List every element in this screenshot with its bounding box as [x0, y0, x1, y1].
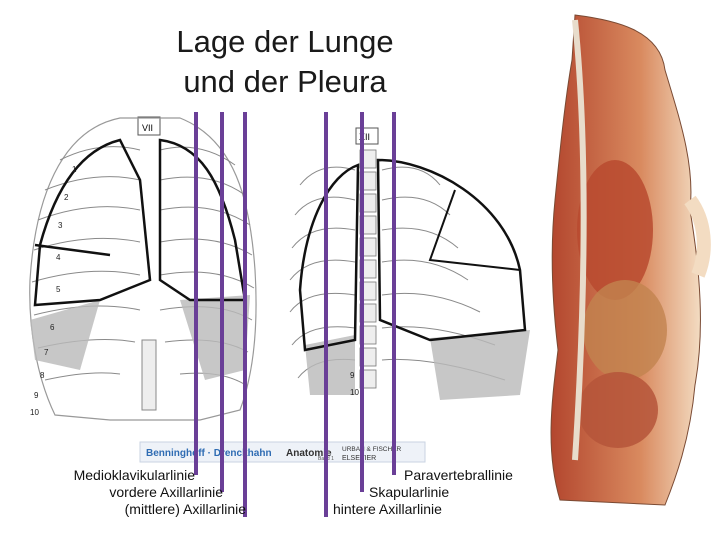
rib-number: 7 [44, 348, 49, 357]
back-thorax-illustration: XII [289, 127, 530, 400]
rib-number: 6 [50, 323, 55, 332]
credit-publisher-1: URBAN & FISCHER [342, 446, 402, 453]
rib-number: 2 [64, 193, 69, 202]
rib-number: 9 [350, 371, 355, 380]
title-line-1: Lage der Lunge [176, 24, 394, 59]
rib-number: 10 [30, 408, 39, 417]
title-line-2: und der Pleura [183, 64, 387, 99]
label-skapularlinie: Skapularlinie [369, 484, 450, 500]
reference-lines [194, 112, 396, 517]
credit-banner: Benninghoff · Drenckhahn Anatomie Band 1… [139, 441, 426, 463]
rib-number: 10 [350, 388, 359, 397]
front-thorax-illustration: VII 1 [29, 116, 257, 421]
back-vertebra-label: XII [359, 132, 370, 142]
label-hintere-axillarlinie: hintere Axillarlinie [333, 501, 442, 517]
rib-number: 1 [72, 165, 77, 174]
side-body-illustration [550, 14, 711, 506]
slide-title: Lage der Lunge und der Pleura [140, 22, 430, 102]
credit-authors: Benninghoff · Drenckhahn [146, 448, 272, 459]
front-vertebra-label: VII [142, 123, 153, 133]
rib-number: 3 [58, 221, 63, 230]
credit-book: Anatomie [286, 448, 332, 459]
rib-number: 8 [40, 371, 45, 380]
label-medioklavikularlinie: Medioklavikularlinie [73, 467, 195, 483]
rib-number: 4 [56, 253, 61, 262]
label-paravertebrallinie: Paravertebrallinie [404, 467, 513, 483]
label-vordere-axillarlinie: vordere Axillarlinie [109, 484, 223, 500]
credit-publisher-2: ELSEVIER [342, 455, 376, 462]
rib-number: 5 [56, 285, 61, 294]
label-mittlere-axillarlinie: (mittlere) Axillarlinie [124, 501, 246, 517]
rib-number: 9 [34, 391, 39, 400]
